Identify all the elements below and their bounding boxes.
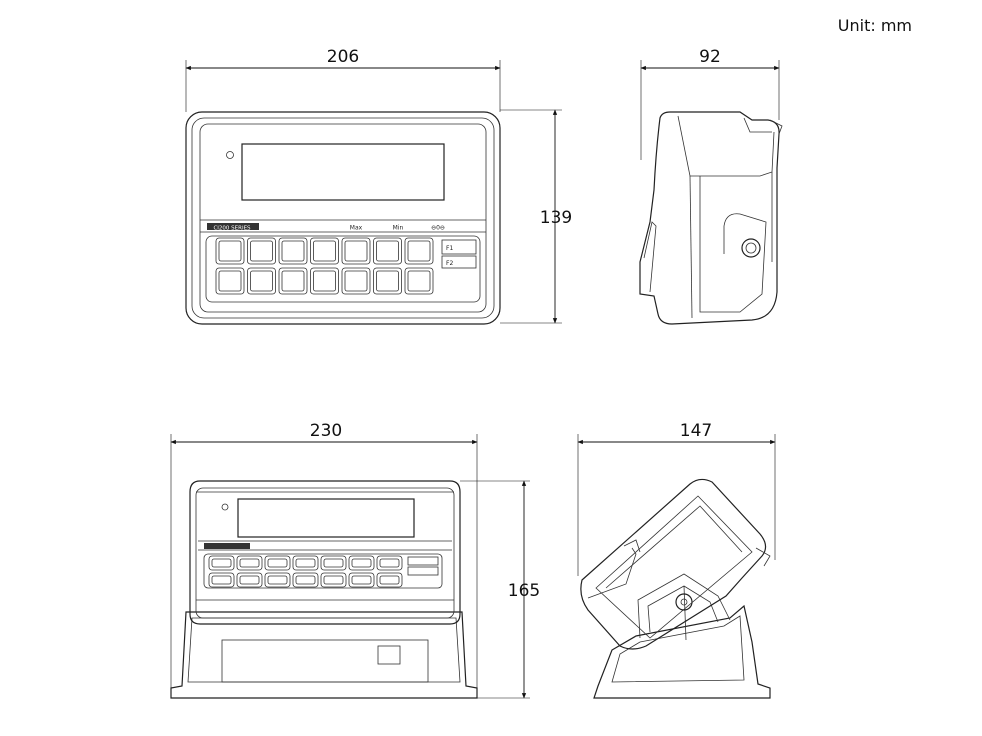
keypad-key-face (379, 575, 400, 585)
f1-key (441, 239, 477, 255)
keypad-key (292, 555, 319, 571)
keypad-key-face (211, 575, 232, 585)
width-dimension-label: 206 (327, 47, 359, 67)
keypad-key (247, 237, 276, 265)
keypad-key-face (239, 575, 260, 585)
mounting-knob (741, 238, 761, 258)
f1-label: F1 (446, 245, 453, 252)
keypad-key-face (379, 558, 400, 568)
keypad-key (348, 555, 375, 571)
keypad-key-face (313, 240, 336, 262)
keypad-key (404, 267, 434, 295)
stand-width-dimension-label: 230 (310, 421, 342, 441)
keypad-keys (215, 237, 434, 295)
keypad-key-face (351, 575, 372, 585)
zero-label: ⊖0⊖ (431, 225, 445, 232)
display-window (241, 143, 445, 201)
keypad-key (292, 572, 319, 588)
front-wall-view: 206 139 CI200 SERIES Max Min ⊖0⊖ F1 F2 (185, 47, 572, 325)
keypad-key-face (239, 558, 260, 568)
depth-dimension-label: 92 (699, 47, 721, 67)
side-housing-outline (639, 111, 780, 325)
side-stand-indicator (580, 478, 767, 650)
keypad-key (376, 572, 403, 588)
keypad-key (278, 237, 308, 265)
keypad-key-face (295, 575, 316, 585)
keypad-key (264, 555, 291, 571)
keypad-key (320, 555, 347, 571)
keypad-key-face (218, 270, 242, 292)
stand-base-outline (170, 611, 478, 699)
keypad-key-face (267, 558, 288, 568)
keypad-key-face (376, 240, 399, 262)
keypad-key-face (344, 270, 368, 292)
keypad-key (247, 267, 276, 295)
keypad-key (215, 237, 245, 265)
keypad-key-face (323, 558, 344, 568)
keypad-key (215, 267, 245, 295)
keypad-key (341, 267, 371, 295)
stand-height-dimension-label: 165 (508, 581, 540, 601)
keypad-key (404, 237, 434, 265)
stand-display-window (237, 498, 415, 538)
keypad-key-face (407, 240, 431, 262)
keypad-key-face (313, 270, 336, 292)
indicator-housing-outline (185, 111, 501, 325)
keypad-key (373, 237, 402, 265)
keypad-key-face (407, 270, 431, 292)
side-stand-view: 147 (577, 421, 776, 699)
f2-label: F2 (446, 260, 453, 267)
keypad-key-face (351, 558, 372, 568)
side-stand-base (593, 604, 771, 699)
keypad-key-face (267, 575, 288, 585)
f2-key (441, 255, 477, 269)
keypad-key (341, 237, 371, 265)
unit-label: Unit: mm (838, 16, 912, 35)
min-label: Min (393, 225, 404, 232)
series-label: CI200 SERIES (213, 226, 251, 232)
keypad-key (310, 237, 339, 265)
keypad-key-face (281, 240, 305, 262)
keypad-key (208, 572, 235, 588)
side-wall-view: 92 (639, 47, 783, 325)
height-dimension-label: 139 (540, 208, 572, 228)
keypad-key (236, 555, 263, 571)
max-label: Max (350, 225, 363, 232)
keypad-key-face (344, 240, 368, 262)
keypad-key-face (295, 558, 316, 568)
indicator-lamp (226, 151, 234, 159)
keypad-key-face (281, 270, 305, 292)
keypad-key (348, 572, 375, 588)
keypad-key-face (323, 575, 344, 585)
keypad-key-face (376, 270, 399, 292)
keypad-key-face (211, 558, 232, 568)
keypad-key-face (250, 240, 273, 262)
stand-keypad-keys (208, 555, 403, 588)
series-label-strip (207, 223, 259, 230)
keypad-key (376, 555, 403, 571)
keypad-frame (205, 235, 481, 303)
stand-indicator-outline (189, 480, 461, 625)
keypad-key (320, 572, 347, 588)
keypad-key (264, 572, 291, 588)
stand-bracket-clip (377, 645, 401, 665)
stand-pivot-knob (675, 593, 693, 611)
keypad-key (208, 555, 235, 571)
keypad-key (236, 572, 263, 588)
front-stand-view: 230 165 (170, 421, 540, 699)
keypad-key-face (250, 270, 273, 292)
keypad-key (373, 267, 402, 295)
keypad-key (310, 267, 339, 295)
stand-depth-dimension-label: 147 (680, 421, 712, 441)
keypad-key (278, 267, 308, 295)
keypad-key-face (218, 240, 242, 262)
